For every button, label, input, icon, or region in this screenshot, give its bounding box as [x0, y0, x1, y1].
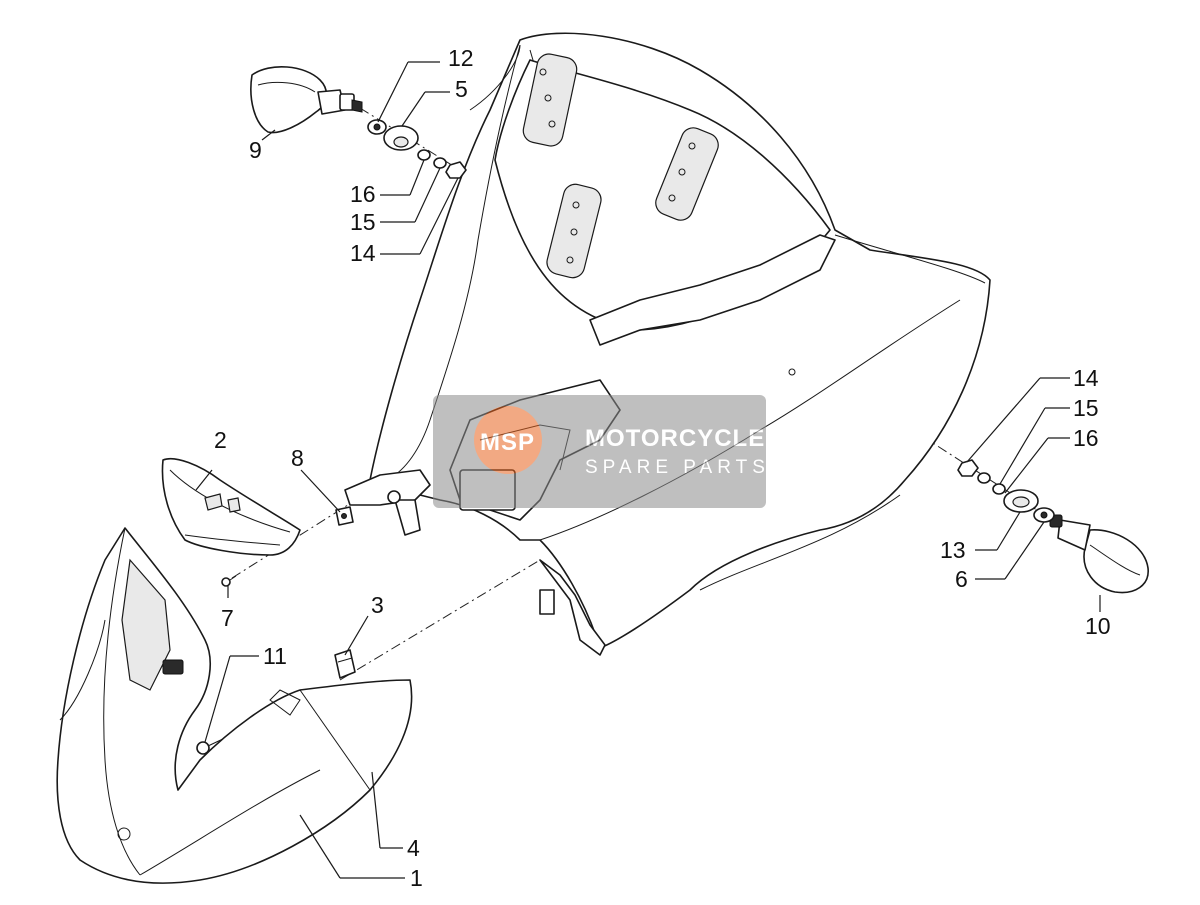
callout-labels: 12 5 9 16 15 14 2 8 7 3 11 4 1 14 15 16 … — [214, 45, 1111, 891]
callout-16-top: 16 — [350, 181, 376, 207]
watermark-line1: MOTORCYCLE — [585, 425, 765, 452]
callout-12: 12 — [448, 45, 474, 71]
callout-8: 8 — [291, 445, 304, 471]
headlight-assembly — [56, 527, 413, 884]
callout-5: 5 — [455, 76, 468, 102]
watermark: MSP MOTORCYCLE SPARE PARTS — [433, 395, 770, 508]
callout-14-right: 14 — [1073, 365, 1099, 391]
callout-13: 13 — [940, 537, 966, 563]
callout-14-top: 14 — [350, 240, 376, 266]
callout-15-top: 15 — [350, 209, 376, 235]
callout-16-right: 16 — [1073, 425, 1099, 451]
bolt-kit-top — [367, 119, 467, 179]
callout-15-right: 15 — [1073, 395, 1099, 421]
callout-9: 9 — [249, 137, 262, 163]
callout-6: 6 — [955, 566, 968, 592]
callout-4: 4 — [407, 835, 420, 861]
callout-1: 1 — [410, 865, 423, 891]
callout-2: 2 — [214, 427, 227, 453]
turn-indicator-front-right — [957, 459, 1149, 594]
watermark-badge-icon — [474, 406, 542, 474]
watermark-badge: MSP — [480, 429, 535, 456]
callout-3: 3 — [371, 592, 384, 618]
callout-10: 10 — [1085, 613, 1111, 639]
callout-11: 11 — [263, 643, 287, 669]
watermark-line2: SPARE PARTS — [585, 457, 770, 478]
turn-indicator-front-left — [250, 65, 363, 134]
callout-7: 7 — [221, 605, 234, 631]
front-shield — [344, 32, 991, 656]
leader-lines — [195, 61, 1101, 879]
position-lamp — [161, 457, 301, 556]
